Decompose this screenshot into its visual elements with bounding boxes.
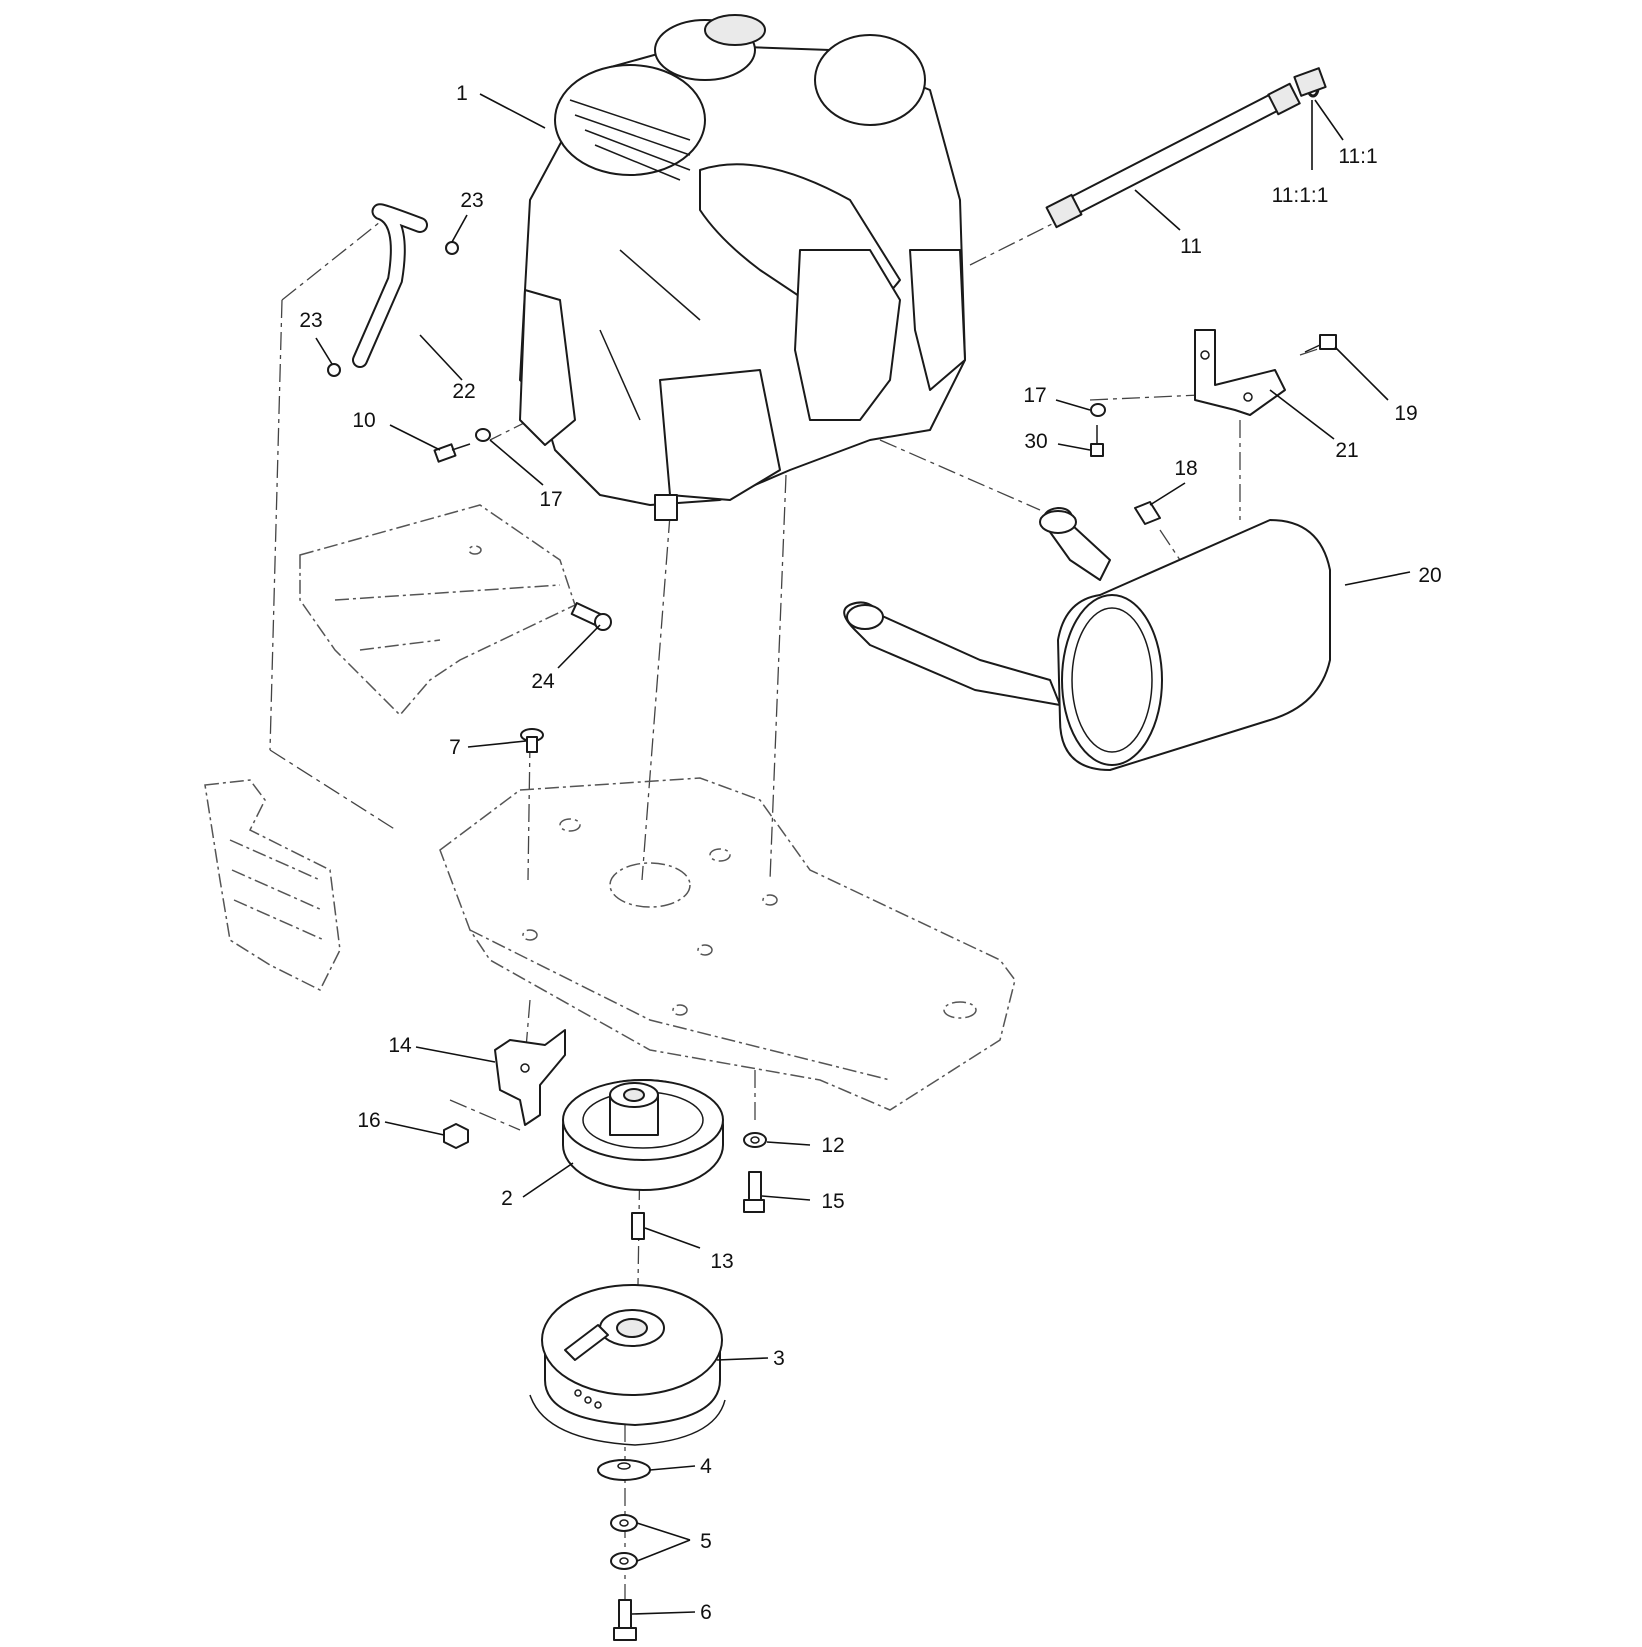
callout-15: 15 (821, 1190, 844, 1213)
callout-24: 24 (531, 670, 555, 693)
leader-lines (315, 93, 1411, 1615)
bolt-10 (433, 443, 471, 463)
pto-clutch (529, 1284, 726, 1446)
fitting-24 (570, 602, 612, 631)
callout-21: 21 (1335, 439, 1358, 462)
callout-17-right: 17 (1023, 384, 1046, 407)
washer-5-upper (610, 1514, 638, 1532)
screw-30 (1090, 425, 1104, 457)
callout-2: 2 (501, 1187, 513, 1210)
callout-7: 7 (449, 736, 461, 759)
callout-11-1: 11:1 (1338, 145, 1377, 168)
callout-5: 5 (700, 1530, 712, 1553)
spacer-4 (597, 1459, 651, 1481)
key-13 (631, 1212, 645, 1240)
washer-5-lower (610, 1552, 638, 1570)
callout-16: 16 (357, 1109, 380, 1132)
callout-20: 20 (1418, 564, 1441, 587)
callout-14: 14 (388, 1034, 412, 1057)
washer-12 (743, 1132, 767, 1148)
drain-hose (1045, 82, 1301, 229)
washer-17-right (1090, 403, 1106, 417)
engine (519, 14, 966, 521)
callout-23-lower: 23 (299, 309, 322, 332)
callout-13: 13 (710, 1250, 733, 1273)
washer-17-left (475, 428, 491, 442)
callout-1: 1 (456, 82, 468, 105)
pulley (562, 1079, 724, 1191)
callout-6: 6 (700, 1601, 712, 1624)
callout-4: 4 (700, 1455, 712, 1478)
hose-clamp-lower (327, 363, 341, 377)
callout-3: 3 (773, 1347, 785, 1370)
bolt-15 (743, 1171, 765, 1213)
screw-19 (1304, 334, 1337, 353)
muffler-bracket (1194, 329, 1286, 416)
frame-plate-phantom (439, 777, 1016, 1111)
callout-11: 11 (1180, 235, 1202, 258)
callout-22: 22 (452, 380, 475, 403)
callout-23-upper: 23 (460, 189, 483, 212)
callout-19: 19 (1394, 402, 1417, 425)
callout-11-1-1: 11:1:1 (1272, 184, 1329, 207)
callout-18: 18 (1174, 457, 1197, 480)
callout-12: 12 (821, 1134, 844, 1157)
nut-18 (1134, 501, 1161, 525)
bolt-6 (613, 1599, 637, 1641)
shroud-phantom (204, 779, 341, 992)
callout-17-left: 17 (539, 488, 562, 511)
nut-16 (443, 1123, 469, 1149)
carriage-bolt-7 (520, 728, 544, 753)
callout-30: 30 (1024, 430, 1047, 453)
mount-bracket-phantom (299, 504, 576, 717)
hose-clamp-upper (445, 241, 459, 255)
callout-10: 10 (352, 409, 375, 432)
muffler (843, 507, 1331, 771)
bracket-14 (494, 1029, 566, 1126)
hose (352, 203, 428, 368)
drain-plug (1293, 67, 1327, 97)
